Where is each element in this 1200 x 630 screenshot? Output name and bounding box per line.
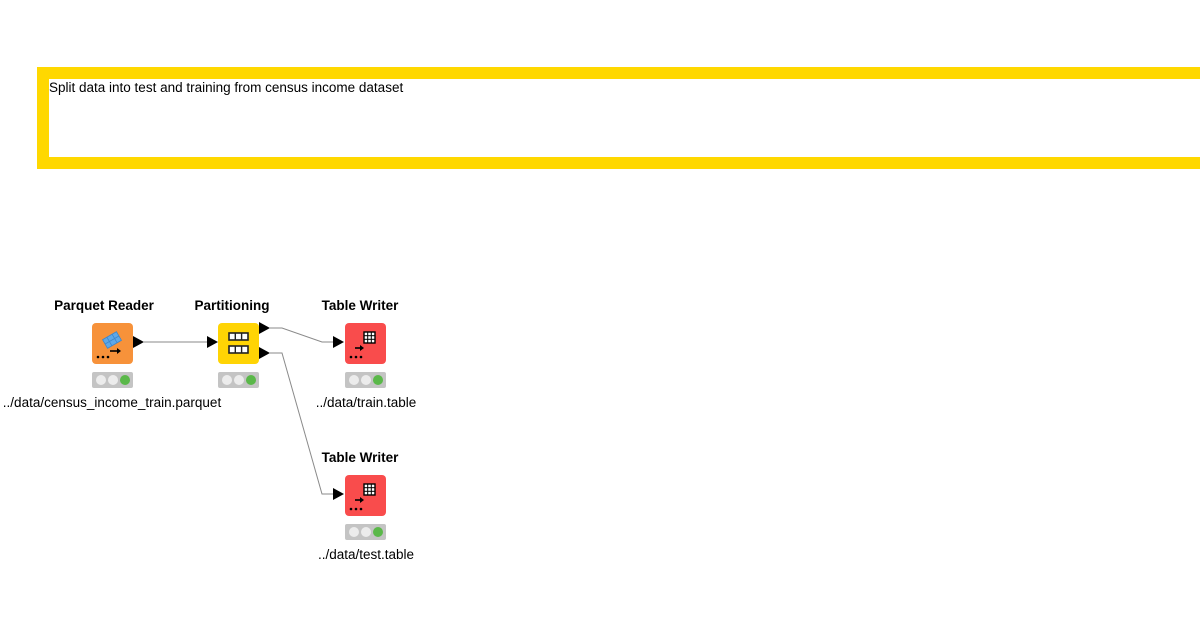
- node-label[interactable]: ../data/census_income_train.parquet: [2, 395, 222, 410]
- node-label[interactable]: ../data/test.table: [317, 547, 415, 562]
- status-indicator: [92, 372, 133, 388]
- parquet-reader-icon: [96, 331, 122, 359]
- node-title: Table Writer: [321, 450, 399, 465]
- output-port-2[interactable]: [259, 347, 270, 359]
- node-title: Partitioning: [194, 298, 270, 313]
- connection-partitioning-to-test-writer: [270, 352, 334, 495]
- connection-partitioning-to-train-writer: [270, 327, 334, 343]
- node-body[interactable]: [92, 323, 133, 364]
- node-title: Table Writer: [321, 298, 399, 313]
- workflow-annotation[interactable]: Split data into test and training from c…: [37, 67, 1200, 169]
- status-indicator: [345, 524, 386, 540]
- node-title: Parquet Reader: [54, 298, 154, 313]
- output-port[interactable]: [133, 336, 144, 348]
- input-port[interactable]: [333, 488, 344, 500]
- status-indicator: [218, 372, 259, 388]
- partitioning-icon: [228, 332, 249, 354]
- status-indicator: [345, 372, 386, 388]
- input-port[interactable]: [333, 336, 344, 348]
- node-label[interactable]: ../data/train.table: [315, 395, 417, 410]
- output-port-1[interactable]: [259, 322, 270, 334]
- table-writer-icon: [349, 483, 376, 511]
- input-port[interactable]: [207, 336, 218, 348]
- table-writer-icon: [349, 331, 376, 359]
- node-body[interactable]: [345, 323, 386, 364]
- node-body[interactable]: [345, 475, 386, 516]
- node-body[interactable]: [218, 323, 259, 364]
- annotation-text: Split data into test and training from c…: [49, 80, 404, 95]
